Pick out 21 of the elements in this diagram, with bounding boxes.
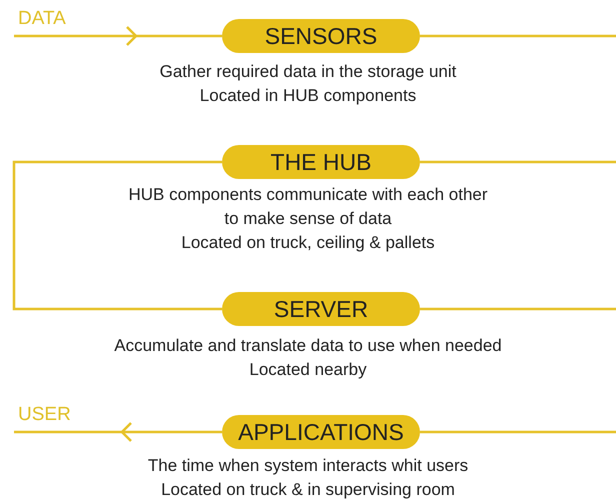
description-text: Accumulate and translate data to use when needed: [114, 336, 502, 355]
connector-line: [14, 422, 222, 442]
connector-line: [420, 430, 616, 434]
stage-pill: THE HUB: [222, 145, 420, 179]
connector-line: [12, 160, 222, 310]
stage-pill: SERVER: [222, 292, 420, 326]
edge-label: DATA: [18, 9, 66, 29]
stage-pill: SENSORS: [222, 19, 420, 53]
connector-line: [420, 160, 616, 164]
description-text: Located on truck, ceiling & pallets: [181, 233, 435, 252]
connector-line: [14, 26, 222, 46]
edge-label: USER: [18, 405, 71, 425]
description-text: HUB components communicate with each other: [128, 185, 488, 204]
description-text: Located on truck & in supervising room: [161, 480, 455, 499]
stage-pill: APPLICATIONS: [222, 415, 420, 449]
connector-line: [420, 34, 616, 38]
description-text: Gather required data in the storage unit: [160, 62, 456, 81]
description-text: to make sense of data: [224, 209, 392, 228]
description-text: Located in HUB components: [200, 86, 416, 105]
description-text: The time when system interacts whit users: [148, 456, 468, 475]
description-text: Located nearby: [249, 360, 367, 379]
